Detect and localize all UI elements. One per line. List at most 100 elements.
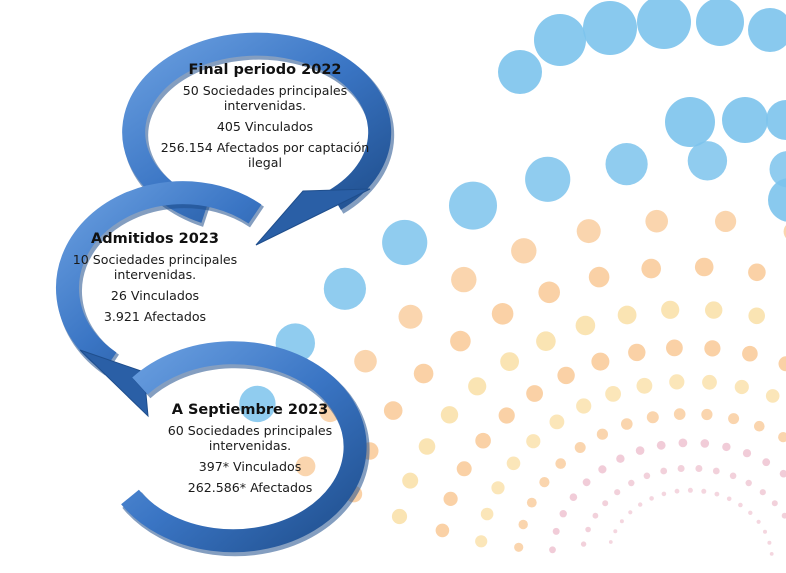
decorative-dot	[748, 263, 766, 282]
decorative-dot	[677, 465, 685, 472]
decorative-dot	[701, 408, 713, 421]
decorative-dot	[511, 238, 537, 264]
decorative-dot	[767, 540, 772, 545]
step-line-sociedades: 50 Sociedades principales intervenidas.	[182, 83, 348, 113]
decorative-dot	[722, 442, 731, 452]
decorative-dot	[669, 374, 685, 390]
decorative-dot	[762, 458, 771, 467]
decorative-dot	[613, 529, 618, 534]
step-block-final-2022: Final periodo 2022 50 Sociedades princip…	[150, 62, 380, 176]
decorative-dot	[456, 461, 472, 477]
cycle-arrow-1	[122, 32, 395, 246]
decorative-dot	[694, 257, 714, 277]
cycle-arrow-3	[121, 341, 370, 557]
decorative-dot	[729, 472, 737, 480]
decorative-dot	[742, 345, 758, 362]
decorative-dot	[391, 508, 408, 525]
decorative-dot	[559, 510, 567, 518]
decorative-dot	[614, 489, 621, 496]
decorative-dot	[580, 541, 587, 547]
decorative-dot	[440, 406, 459, 424]
decorative-dot	[549, 414, 565, 430]
decorative-dot	[506, 456, 521, 471]
step-line-sociedades: 60 Sociedades principales intervenidas.	[167, 423, 333, 453]
decorative-dot	[526, 497, 537, 508]
decorative-dot	[660, 467, 668, 475]
decorative-dot	[354, 349, 377, 373]
step-line-afectados: 262.586* Afectados	[187, 480, 313, 495]
decorative-dot	[498, 50, 542, 94]
decorative-dot	[583, 1, 637, 55]
decorative-dot	[239, 385, 276, 423]
decorative-dot	[413, 363, 434, 384]
decorative-dot	[575, 315, 596, 336]
decorative-dot	[687, 141, 728, 181]
decorative-dot	[539, 477, 550, 488]
decorative-dot	[498, 407, 515, 424]
decorative-dot	[728, 413, 740, 425]
decorative-dot	[295, 456, 316, 477]
decorative-dot	[468, 377, 487, 396]
decorative-dot	[591, 352, 610, 371]
decorative-dot	[449, 181, 497, 230]
decorative-dot	[678, 438, 688, 448]
decorative-dot	[576, 219, 601, 244]
decorative-dot	[771, 500, 778, 507]
decorative-dot	[619, 519, 624, 524]
decorative-dot	[714, 491, 720, 497]
decorative-dot	[769, 552, 774, 556]
decorative-dot	[649, 496, 654, 501]
decorative-dot	[763, 529, 767, 534]
decorative-dot	[555, 458, 566, 469]
decorative-dot	[605, 143, 648, 186]
decorative-dot	[702, 374, 717, 390]
decorative-dot	[475, 535, 488, 548]
step-line-vinculados: 26 Vinculados	[110, 288, 200, 303]
decorative-dot	[569, 493, 578, 502]
decorative-dot	[637, 0, 691, 49]
decorative-dot	[705, 301, 723, 319]
decorative-dot	[549, 546, 556, 554]
decorative-dot	[783, 225, 786, 239]
decorative-dot	[636, 377, 653, 394]
decorative-dot	[742, 449, 752, 458]
decorative-dot	[525, 156, 571, 202]
step-line-vinculados: 405 Vinculados	[216, 119, 314, 134]
decorative-dot	[656, 440, 666, 450]
decorative-dot	[769, 151, 786, 188]
decorative-dot	[715, 210, 737, 232]
step-line-afectados: 3.921 Afectados	[103, 309, 207, 324]
decorative-dot	[628, 510, 633, 515]
decorative-dot	[602, 500, 609, 507]
decorative-dot	[756, 519, 761, 524]
decorative-dot	[534, 14, 586, 66]
step-title: Admitidos 2023	[91, 231, 219, 247]
decorative-dot	[695, 465, 703, 472]
step-block-admitidos-2023: Admitidos 2023 10 Sociedades principales…	[40, 231, 270, 330]
decorative-dot	[574, 442, 586, 453]
decorative-dot	[605, 386, 621, 402]
decorative-dot	[557, 366, 575, 385]
decorative-dot	[687, 487, 693, 493]
decorative-dot	[323, 267, 366, 310]
decorative-dot	[734, 379, 749, 395]
step-line-afectados: 256.154 Afectados por captación ilegal	[160, 140, 370, 170]
decorative-dot	[643, 472, 651, 480]
decorative-dot	[518, 519, 528, 530]
decorative-dot	[661, 300, 680, 319]
decorative-dot	[765, 389, 780, 403]
decorative-dot	[748, 8, 786, 52]
decorative-dot	[480, 507, 494, 521]
decorative-dot	[592, 512, 599, 519]
decorative-dot	[778, 432, 786, 443]
decorative-dot	[617, 305, 637, 325]
decorative-dot	[596, 428, 609, 440]
decorative-dot	[588, 266, 610, 288]
decorative-dot	[435, 523, 450, 538]
decorative-dot	[701, 488, 707, 494]
decorative-dot	[768, 178, 786, 222]
decorative-dot	[712, 467, 720, 475]
decorative-dot	[450, 330, 471, 352]
decorative-dot	[738, 502, 743, 508]
step-block-septiembre-2023: A Septiembre 2023 60 Sociedades principa…	[135, 402, 365, 501]
